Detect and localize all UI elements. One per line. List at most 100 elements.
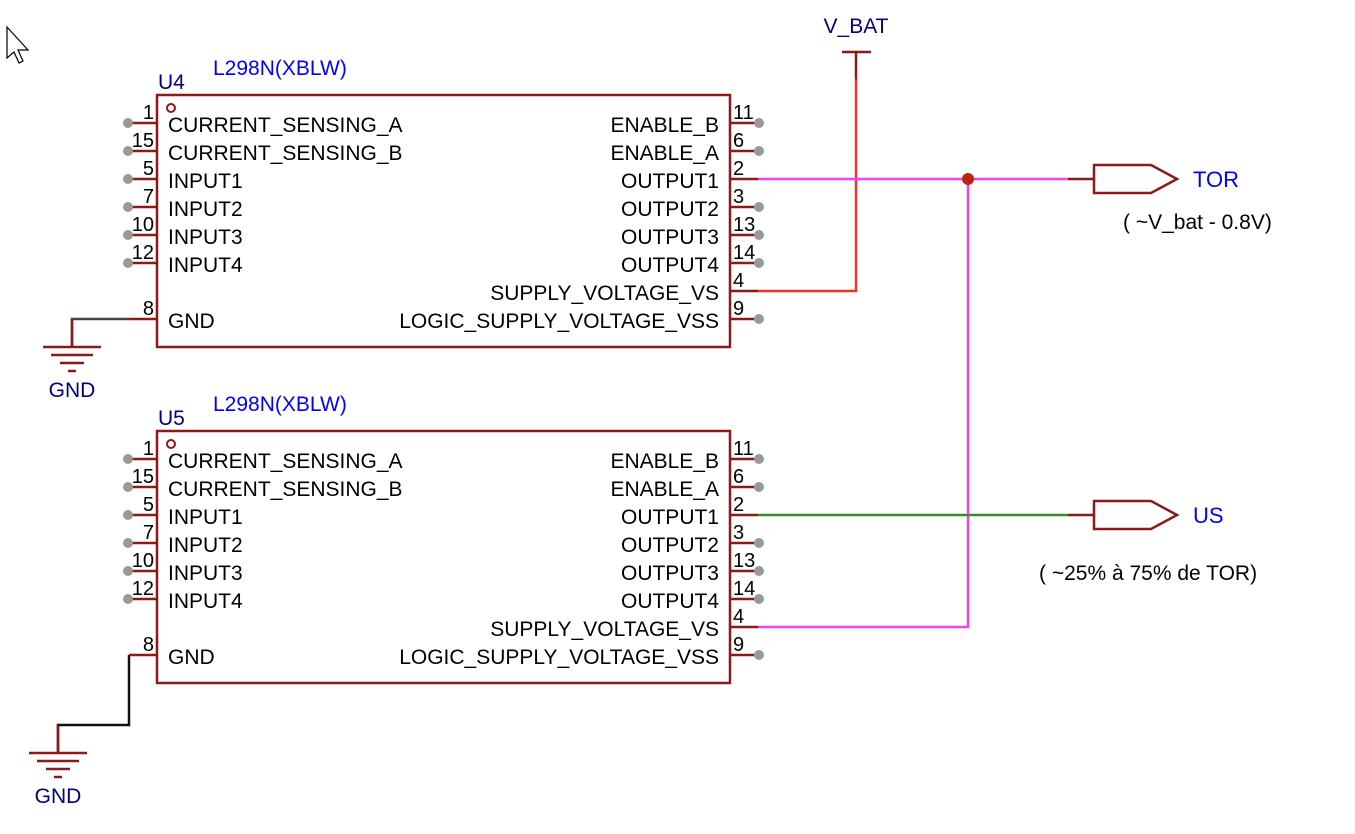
pin-number: 3 bbox=[733, 186, 744, 208]
gnd-symbol-u5[interactable]: GND bbox=[29, 725, 87, 808]
pin-number: 8 bbox=[143, 298, 154, 320]
ic-u5[interactable]: U5L298N(XBLW)1CURRENT_SENSING_A15CURRENT… bbox=[123, 393, 764, 685]
vbat-label: V_BAT bbox=[824, 15, 889, 38]
pin-endpoint-icon[interactable] bbox=[123, 538, 133, 548]
ic-u4[interactable]: U4L298N(XBLW)1CURRENT_SENSING_A15CURRENT… bbox=[123, 57, 764, 349]
pin-endpoint-icon[interactable] bbox=[754, 454, 764, 464]
pin-number: 14 bbox=[733, 242, 755, 264]
pin-number: 7 bbox=[143, 186, 154, 208]
pin-number: 13 bbox=[733, 214, 755, 236]
pin-endpoint-icon[interactable] bbox=[123, 510, 133, 520]
pin-endpoint-icon[interactable] bbox=[123, 566, 133, 576]
pin-name: ENABLE_A bbox=[610, 142, 719, 165]
gnd-label: GND bbox=[49, 379, 96, 402]
net-port-tor[interactable]: TOR ( ~V_bat - 0.8V) bbox=[1068, 163, 1272, 234]
pin-number: 2 bbox=[733, 158, 744, 180]
pin-endpoint-icon[interactable] bbox=[754, 230, 764, 240]
net-port-note: ( ~V_bat - 0.8V) bbox=[1123, 211, 1272, 234]
pin-endpoint-icon[interactable] bbox=[754, 202, 764, 212]
pin-endpoint-icon[interactable] bbox=[123, 146, 133, 156]
pin-endpoint-icon[interactable] bbox=[123, 174, 133, 184]
pin-number: 6 bbox=[733, 466, 744, 488]
pin-number: 3 bbox=[733, 522, 744, 544]
pin-number: 15 bbox=[132, 130, 154, 152]
pin-endpoint-icon[interactable] bbox=[754, 650, 764, 660]
junction-dot bbox=[962, 173, 974, 185]
pin-endpoint-icon[interactable] bbox=[754, 146, 764, 156]
pin-number: 4 bbox=[733, 270, 744, 292]
pin-name: CURRENT_SENSING_A bbox=[168, 450, 403, 473]
pin-endpoint-icon[interactable] bbox=[754, 118, 764, 128]
pin-endpoint-icon[interactable] bbox=[754, 594, 764, 604]
pin-number: 10 bbox=[132, 214, 154, 236]
ic-refdes: U4 bbox=[158, 71, 185, 94]
mouse-cursor-icon bbox=[6, 25, 30, 64]
pin-endpoint-icon[interactable] bbox=[754, 258, 764, 268]
wire-tor-u5-supply[interactable] bbox=[758, 179, 970, 629]
gnd-symbol-u4[interactable]: GND bbox=[43, 319, 101, 402]
pin-endpoint-icon[interactable] bbox=[123, 118, 133, 128]
vbat-power-symbol[interactable]: V_BAT bbox=[824, 15, 889, 79]
pin-endpoint-icon[interactable] bbox=[754, 482, 764, 492]
pin-name: SUPPLY_VOLTAGE_VS bbox=[490, 618, 719, 641]
pin-endpoint-icon[interactable] bbox=[123, 230, 133, 240]
pin-endpoint-icon[interactable] bbox=[754, 566, 764, 576]
pin-name: ENABLE_B bbox=[610, 450, 719, 473]
wire-gnd-u4[interactable] bbox=[70, 317, 129, 346]
pin-name: INPUT1 bbox=[168, 170, 243, 193]
pin-name: ENABLE_B bbox=[610, 114, 719, 137]
ic-body[interactable] bbox=[155, 93, 732, 349]
pin-endpoint-icon[interactable] bbox=[754, 314, 764, 324]
pin-endpoint-icon[interactable] bbox=[123, 594, 133, 604]
pin-number: 10 bbox=[132, 550, 154, 572]
pin-name: OUTPUT3 bbox=[621, 562, 719, 585]
pin-endpoint-icon[interactable] bbox=[123, 454, 133, 464]
net-port-us[interactable]: US ( ~25% à 75% de TOR) bbox=[1039, 499, 1257, 585]
pin-number: 15 bbox=[132, 466, 154, 488]
pin-endpoint-icon[interactable] bbox=[754, 538, 764, 548]
pin-name: ENABLE_A bbox=[610, 478, 719, 501]
pin-endpoint-icon[interactable] bbox=[123, 258, 133, 268]
pin-endpoint-icon[interactable] bbox=[123, 482, 133, 492]
pin-number: 13 bbox=[733, 550, 755, 572]
pin-endpoint-icon[interactable] bbox=[123, 202, 133, 212]
wire-vbat[interactable] bbox=[758, 79, 858, 293]
ic-part-value: L298N(XBLW) bbox=[213, 393, 347, 416]
pin-name: CURRENT_SENSING_B bbox=[168, 478, 403, 501]
pin-name: INPUT4 bbox=[168, 254, 243, 277]
ic-body[interactable] bbox=[155, 429, 732, 685]
wire-gnd-u5[interactable] bbox=[56, 655, 131, 752]
pin-number: 14 bbox=[733, 578, 755, 600]
